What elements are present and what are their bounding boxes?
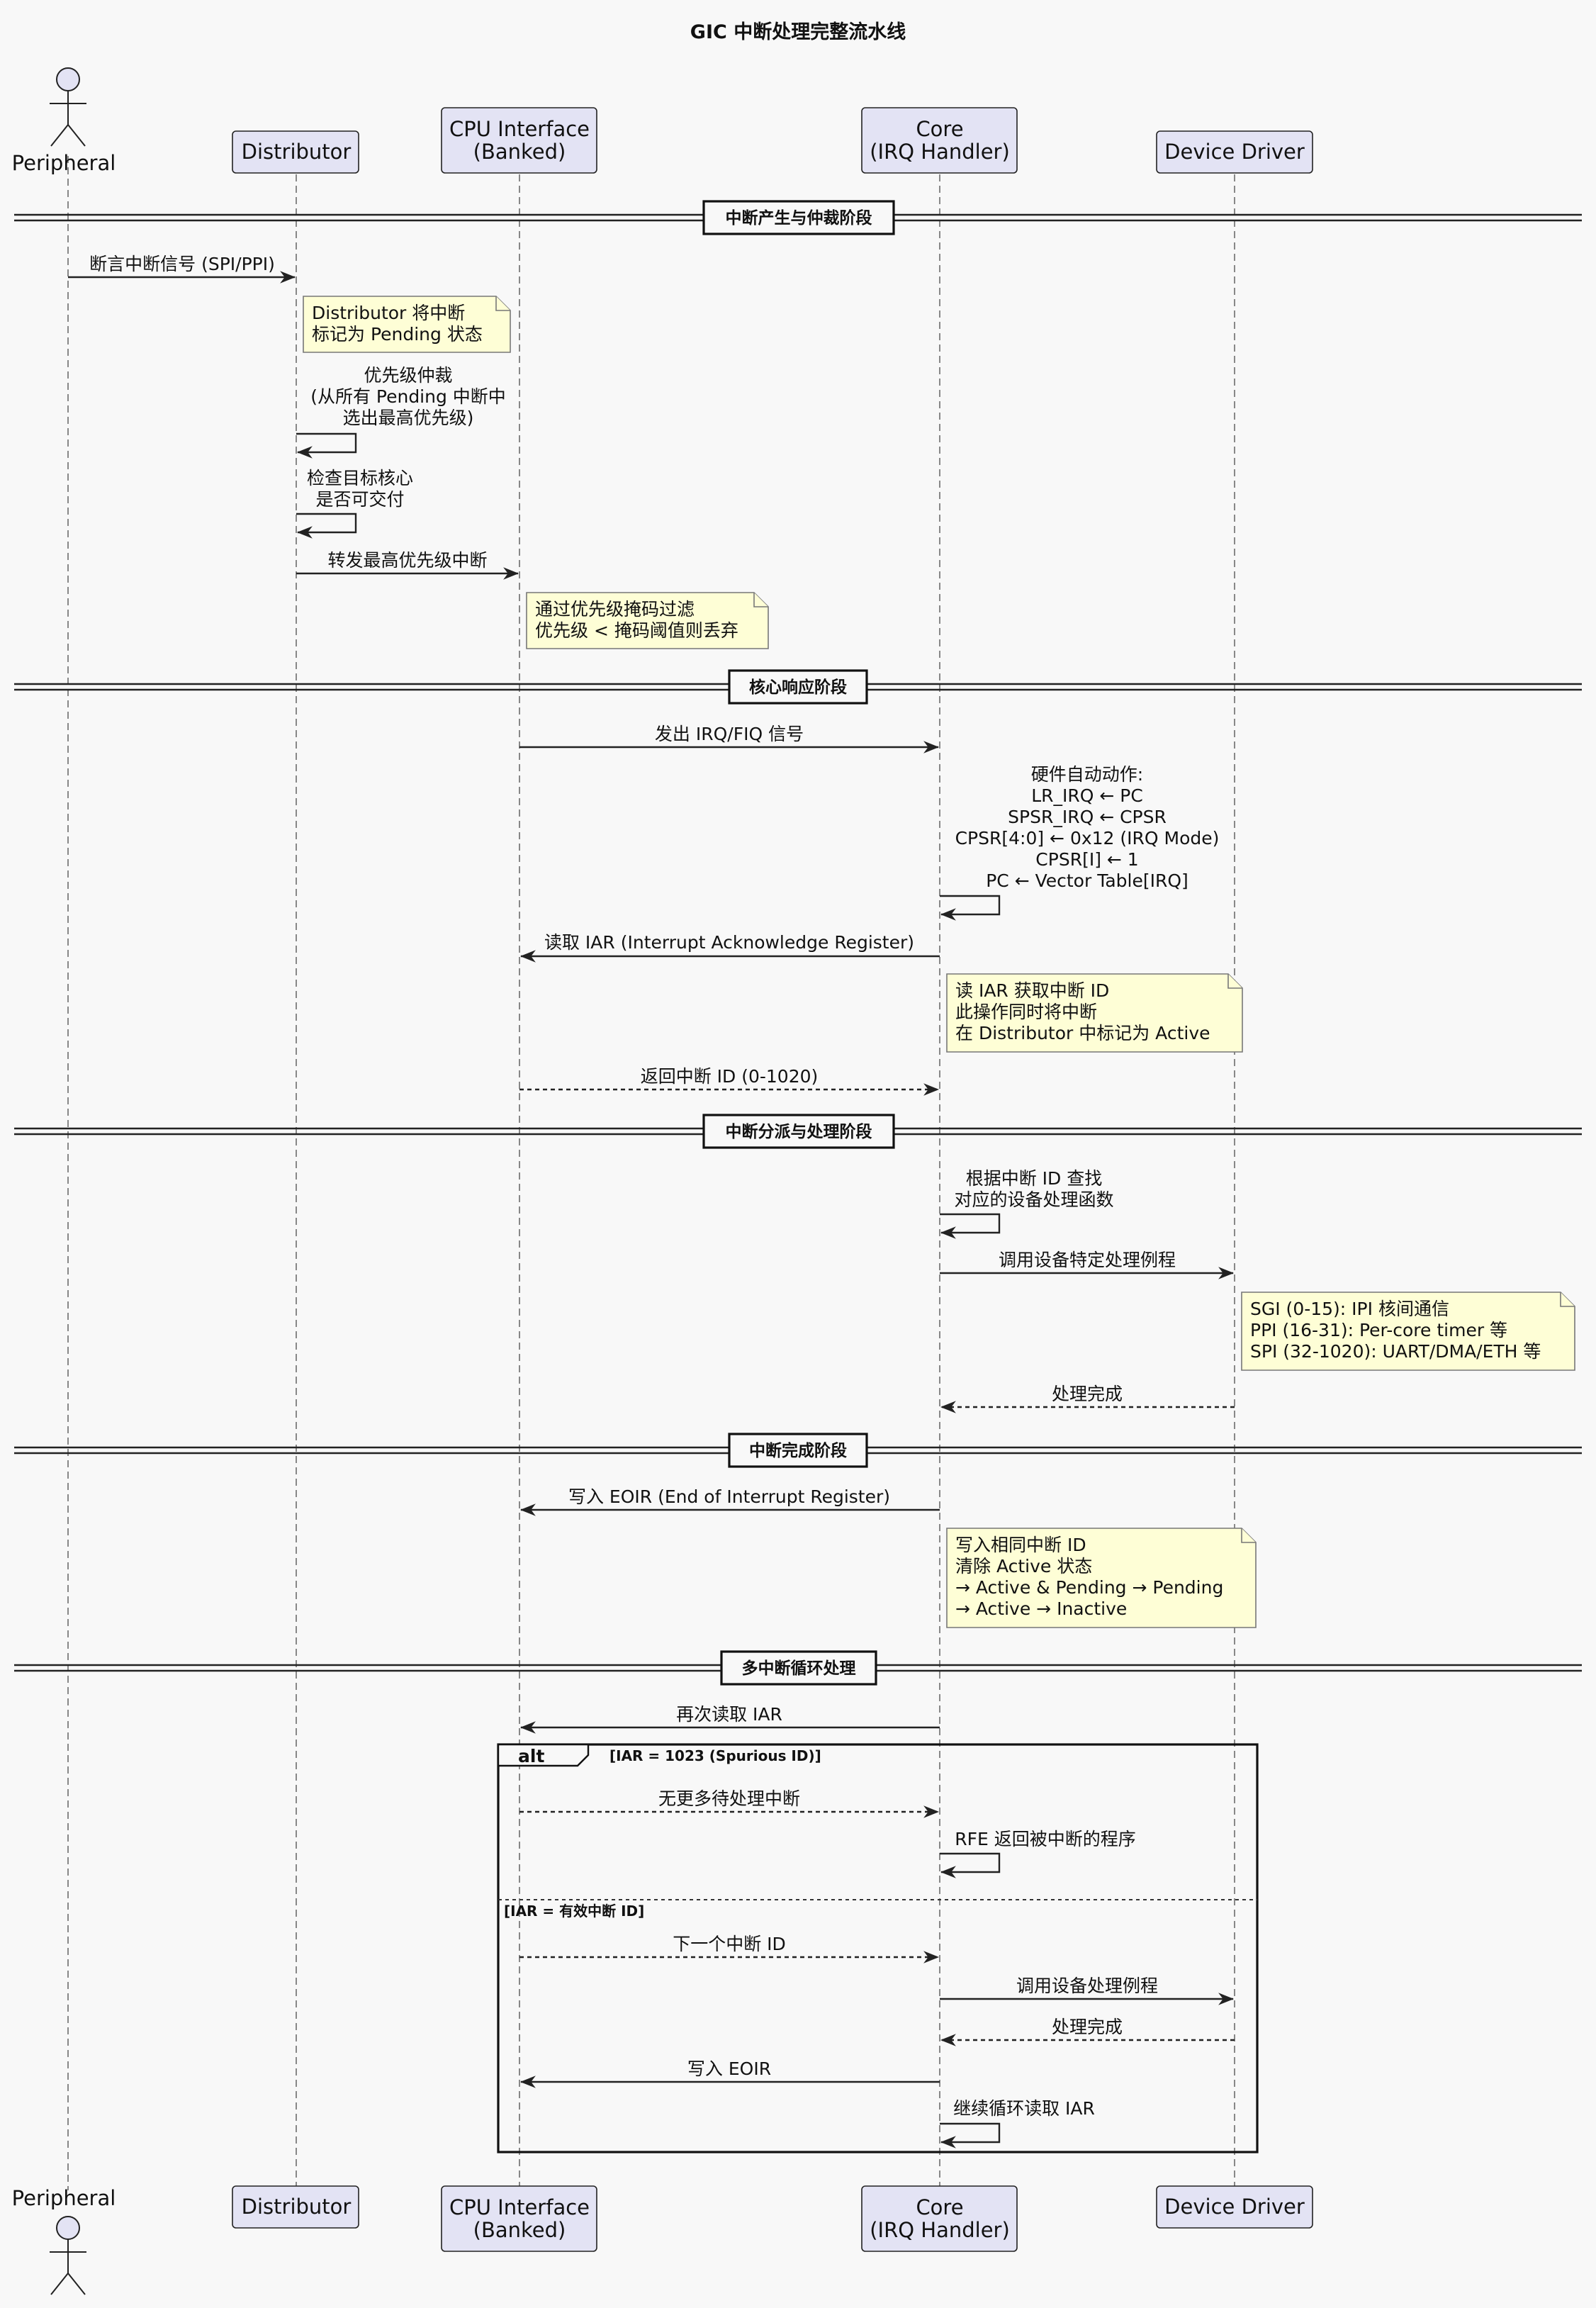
message-write-eoir: 写入 EOIR (End of Interrupt Register)	[519, 1486, 940, 1516]
message-next-id: 下一个中断 ID	[519, 1934, 940, 1964]
note-text: 通过优先级掩码过滤优先级 < 掩码阈值则丢弃	[535, 599, 738, 641]
divider-label: 中断产生与仲裁阶段	[726, 208, 872, 228]
participant-label: Core(IRQ Handler)	[870, 117, 1010, 164]
divider-phase1: 中断产生与仲裁阶段	[14, 200, 1582, 235]
message-label: 返回中断 ID (0-1020)	[641, 1066, 819, 1087]
messages: 断言中断信号 (SPI/PPI) 优先级仲裁(从所有 Pending 中断中选出…	[68, 254, 1235, 2149]
alt-condition-spurious: [IAR = 1023 (Spurious ID)]	[609, 1747, 821, 1764]
message-read-iar: 读取 IAR (Interrupt Acknowledge Register)	[519, 932, 940, 963]
participant-core: Core(IRQ Handler)	[861, 107, 1018, 174]
message-label: 继续循环读取 IAR	[953, 2098, 1095, 2119]
actor-peripheral-bottom: Peripheral	[12, 2186, 116, 2295]
message-priority-arbitration: 优先级仲裁(从所有 Pending 中断中选出最高优先级)	[296, 365, 506, 459]
actor-figure-icon	[50, 2216, 86, 2295]
participant-label: Device Driver	[1164, 2195, 1305, 2219]
message-label: 处理完成	[1052, 1384, 1123, 1404]
message-label: 无更多待处理中断	[658, 1788, 800, 1809]
message-assert-interrupt: 断言中断信号 (SPI/PPI)	[68, 254, 296, 284]
message-rfe-return: RFE 返回被中断的程序	[940, 1829, 1136, 1878]
message-return-id: 返回中断 ID (0-1020)	[519, 1066, 940, 1096]
message-irq-signal: 发出 IRQ/FIQ 信号	[519, 724, 940, 754]
message-label: 读取 IAR (Interrupt Acknowledge Register)	[544, 932, 914, 953]
message-label: 下一个中断 ID	[673, 1934, 786, 1954]
participant-label: Distributor	[242, 2195, 352, 2219]
phase-dividers: 中断产生与仲裁阶段 核心响应阶段 中断分派与处理阶段 中断完成阶段 多中断循环处…	[14, 200, 1582, 1686]
divider-label: 中断完成阶段	[749, 1441, 847, 1460]
participants-bottom: Peripheral Distributor CPU Interface(Ban…	[12, 2185, 1313, 2295]
alt-condition-valid: [IAR = 有效中断 ID]	[504, 1903, 644, 1920]
message-driver-done: 处理完成	[940, 2017, 1235, 2046]
participant-cpu-interface-bottom: CPU Interface(Banked)	[441, 2185, 597, 2252]
message-lookup-handler: 根据中断 ID 查找对应的设备处理函数	[940, 1168, 1114, 1239]
message-label: 发出 IRQ/FIQ 信号	[655, 724, 804, 744]
participant-cpu-interface: CPU Interface(Banked)	[441, 107, 597, 174]
message-label: RFE 返回被中断的程序	[955, 1829, 1136, 1849]
message-forward-interrupt: 转发最高优先级中断	[296, 550, 519, 580]
message-label: 根据中断 ID 查找对应的设备处理函数	[954, 1168, 1113, 1210]
message-label: 断言中断信号 (SPI/PPI)	[89, 254, 275, 274]
message-label: 处理完成	[1052, 2017, 1123, 2037]
participants-top: Peripheral Distributor CPU Interface(Ban…	[12, 67, 1313, 175]
participant-driver: Device Driver	[1156, 130, 1313, 174]
message-label: 转发最高优先级中断	[327, 550, 487, 571]
alt-label: alt	[518, 1746, 544, 1766]
message-label: 调用设备特定处理例程	[999, 1250, 1176, 1270]
message-handler-done: 处理完成	[940, 1384, 1235, 1413]
alt-fragment: alt [IAR = 1023 (Spurious ID)] [IAR = 有效…	[497, 1743, 1259, 2153]
divider-phase3: 中断分派与处理阶段	[14, 1114, 1582, 1149]
message-call-driver: 调用设备处理例程	[940, 1976, 1235, 2005]
message-no-pending: 无更多待处理中断	[519, 1788, 940, 1818]
divider-phase5: 多中断循环处理	[14, 1650, 1582, 1686]
note-text: Distributor 将中断标记为 Pending 状态	[312, 303, 483, 344]
message-read-iar-again: 再次读取 IAR	[519, 1704, 940, 1734]
participant-label: Device Driver	[1164, 140, 1305, 164]
participant-label: Distributor	[242, 140, 352, 164]
message-check-target: 检查目标核心是否可交付	[296, 468, 413, 539]
participant-core-bottom: Core(IRQ Handler)	[861, 2185, 1018, 2252]
note-priority-mask: 通过优先级掩码过滤优先级 < 掩码阈值则丢弃	[526, 592, 769, 649]
participant-label: Peripheral	[12, 151, 116, 175]
divider-phase2: 核心响应阶段	[14, 669, 1582, 705]
participant-distributor-bottom: Distributor	[232, 2185, 359, 2229]
participant-label: CPU Interface(Banked)	[449, 117, 590, 164]
participant-distributor: Distributor	[232, 130, 359, 174]
divider-phase4: 中断完成阶段	[14, 1433, 1582, 1468]
participant-driver-bottom: Device Driver	[1156, 2185, 1313, 2229]
message-continue-loop: 继续循环读取 IAR	[940, 2098, 1095, 2149]
participant-label: Core(IRQ Handler)	[870, 2195, 1010, 2242]
divider-label: 多中断循环处理	[742, 1659, 856, 1678]
notes: Distributor 将中断标记为 Pending 状态 通过优先级掩码过滤优…	[303, 296, 1575, 1628]
note-pending: Distributor 将中断标记为 Pending 状态	[303, 296, 511, 353]
divider-label: 中断分派与处理阶段	[726, 1122, 872, 1141]
message-label: 检查目标核心是否可交付	[307, 468, 413, 510]
diagram-title: GIC 中断处理完整流水线	[690, 21, 906, 43]
message-label: 调用设备处理例程	[1016, 1976, 1158, 1996]
divider-label: 核心响应阶段	[749, 678, 847, 697]
actor-peripheral: Peripheral	[12, 67, 116, 175]
participant-label: Peripheral	[12, 2186, 116, 2210]
message-call-handler: 调用设备特定处理例程	[940, 1250, 1235, 1279]
message-label: 再次读取 IAR	[676, 1704, 782, 1725]
message-label: 优先级仲裁(从所有 Pending 中断中选出最高优先级)	[310, 365, 506, 428]
participant-label: CPU Interface(Banked)	[449, 2195, 590, 2242]
message-label: 写入 EOIR	[687, 2058, 771, 2079]
message-label: 写入 EOIR (End of Interrupt Register)	[568, 1486, 890, 1507]
message-write-eoir-loop: 写入 EOIR	[519, 2058, 940, 2088]
actor-figure-icon	[50, 67, 86, 147]
